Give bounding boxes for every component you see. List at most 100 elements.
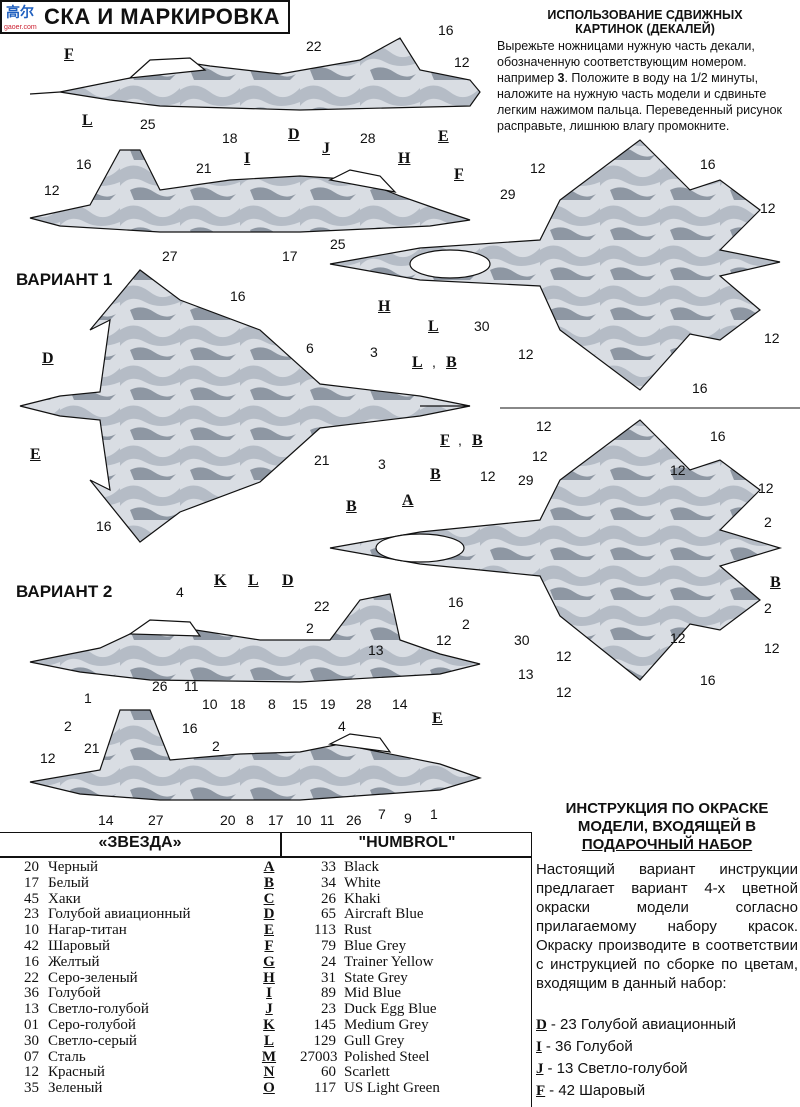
humbrol-number: 27003 [300,1048,338,1065]
kit-instructions-text: Настоящий вариант инструкции предлагает … [536,861,798,992]
callout-12-i: 12 [670,462,686,478]
zvezda-number: 42 [24,937,39,954]
callout-6: 6 [306,340,314,356]
callout-letter-l: L [82,112,93,129]
zvezda-color-name: Голубой [48,985,101,1002]
zvezda-number: 45 [24,890,39,907]
callout-18: 18 [222,130,238,146]
callout-letter-e-c: E [432,710,443,727]
zvezda-row: 36 Голубой [24,985,191,1002]
paint-letter: I [266,985,272,1002]
zvezda-color-name: Голубой авиационный [48,906,191,923]
callout-25: 25 [140,116,156,132]
title-box [0,0,290,34]
zvezda-row: 20 Черный [24,859,191,876]
decal-text-example-number: 3 [557,71,565,85]
zvezda-number: 20 [24,859,39,875]
callout-2-e: 2 [64,718,72,734]
callout-21: 21 [196,160,212,176]
callout-letter-b: B [446,354,457,371]
callout-21-c: 21 [84,740,100,756]
kit-heading-line2: МОДЕЛИ, ВХОДЯЩЕЙ В [577,818,757,835]
humbrol-color-name: Mid Blue [344,985,402,1002]
zvezda-number: 01 [24,1016,39,1033]
zvezda-number: 10 [24,922,39,939]
kit-paint-item: I- 36 Голубой [536,1036,736,1058]
callout-30-b: 30 [514,632,530,648]
humbrol-number: 145 [313,1016,337,1033]
humbrol-number: 89 [321,985,336,1002]
kit-heading-line1: ИНСТРУКЦИЯ ПО ОКРАСКЕ [565,800,769,817]
callout-letter-b-b: B [472,432,483,449]
kit-paint-letter: D [536,1017,547,1033]
callout-12-c: 12 [530,160,546,176]
callout-4-b: 4 [338,718,346,734]
paint-letter: O [263,1080,275,1097]
humbrol-number: 117 [314,1080,336,1097]
callout-letter-d-b: D [42,350,54,367]
callout-10: 10 [202,696,218,712]
humbrol-number: 113 [314,922,336,939]
callout-27-b: 27 [148,812,164,828]
table-header-divider [280,832,282,857]
paint-letter: J [265,1001,273,1018]
callout-letter-l-d: L [248,572,259,589]
paint-letter: C [263,890,275,907]
callout-20: 20 [220,812,236,828]
callout-8-b: 8 [246,812,254,828]
callout-comma: , [432,354,436,370]
zvezda-number: 23 [24,906,39,923]
callout-11-b: 11 [320,812,335,828]
callout-13-b: 13 [518,666,534,682]
callout-letter-e-b: E [30,446,41,463]
aircraft-drawings [19,37,800,801]
callout-14: 14 [392,696,408,712]
kit-paint-text: - 36 Голубой [545,1038,633,1055]
callout-19: 19 [320,696,336,712]
callout-2-f: 2 [212,738,220,754]
callout-12-m: 12 [670,630,686,646]
callout-3-b: 3 [378,456,386,472]
callout-12: 12 [454,54,470,70]
callout-letter-j: J [322,140,330,157]
callout-16-c: 16 [700,156,716,172]
zvezda-color-name: Зеленый [48,1080,103,1097]
zvezda-color-name: Красный [48,1064,105,1081]
callout-12-e: 12 [764,330,780,346]
zvezda-color-name: Черный [48,859,99,875]
side-view-2 [29,149,471,233]
humbrol-number: 79 [321,937,336,954]
callout-22-b: 22 [314,598,330,614]
humbrol-color-name: Black [344,859,379,875]
humbrol-color-name: White [344,874,381,891]
zvezda-number: 36 [24,985,39,1002]
callout-21-b: 21 [314,452,330,468]
side-view-1 [29,37,481,111]
side-view-variant2 [29,593,481,683]
callout-16-f: 16 [96,518,112,534]
callout-letter-h-b: H [378,298,391,315]
kit-paint-item: F- 42 Шаровый [536,1080,736,1102]
decal-text-part2: . Положите в воду на 1/2 минуты, наложит… [497,71,782,133]
zvezda-color-name: Нагар-титан [48,922,127,939]
callout-16-b: 16 [76,156,92,172]
callout-16-e: 16 [692,380,708,396]
humbrol-number: 60 [321,1064,336,1081]
callout-16-j: 16 [182,720,198,736]
kit-paint-text: - 13 Светло-голубой [547,1060,688,1077]
paint-table [0,832,532,1107]
kit-paint-letter: I [536,1039,542,1055]
callout-30: 30 [474,318,490,334]
humbrol-color-name: Aircraft Blue [344,906,424,923]
callout-12-d: 12 [760,200,776,216]
zvezda-color-name: Желтый [48,953,100,970]
callout-letter-d: D [288,126,300,143]
callout-12-o: 12 [556,648,572,664]
